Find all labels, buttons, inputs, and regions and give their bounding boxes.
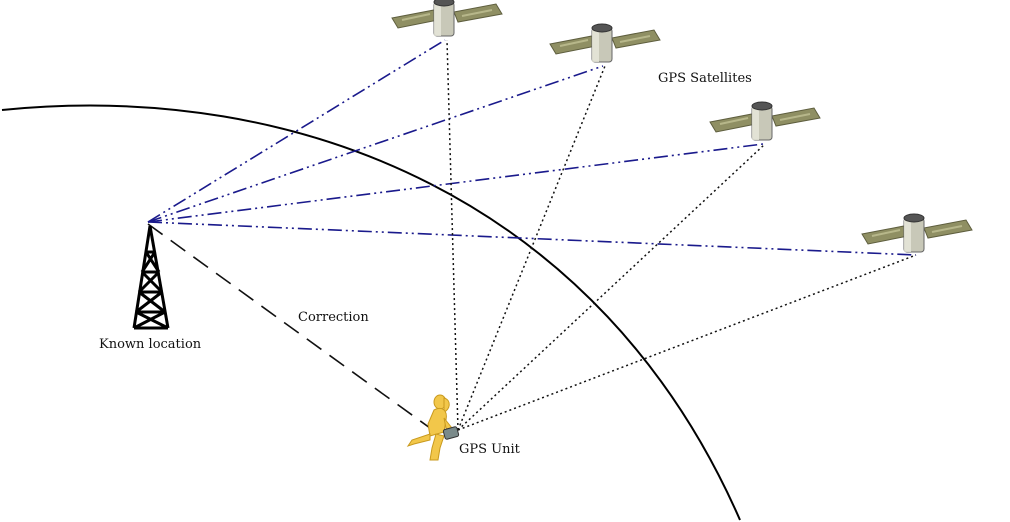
known-location-label: Known location <box>99 337 202 352</box>
correction-line <box>147 223 431 429</box>
radio-tower-icon <box>132 225 170 330</box>
satellite-icon <box>391 0 503 37</box>
satellite-icon <box>709 101 821 141</box>
reference-line-sat1 <box>147 39 446 223</box>
reference-line-sat3 <box>147 143 764 223</box>
person-with-gps-icon <box>406 394 460 461</box>
satellite-icon <box>549 23 661 63</box>
earth-surface-curve <box>1 104 741 521</box>
gps-unit-label: GPS Unit <box>459 442 520 457</box>
unit-line-sat2 <box>457 65 606 431</box>
correction-label: Correction <box>298 310 369 325</box>
unit-line-sat4 <box>457 254 917 431</box>
unit-line-sat1 <box>446 39 459 431</box>
satellite-icon <box>861 213 973 253</box>
satellites-label: GPS Satellites <box>658 71 752 86</box>
reference-lines <box>147 39 917 256</box>
reference-line-sat2 <box>147 65 604 223</box>
unit-lines <box>446 39 917 431</box>
reference-line-sat4 <box>147 221 917 256</box>
unit-line-sat3 <box>457 143 766 431</box>
